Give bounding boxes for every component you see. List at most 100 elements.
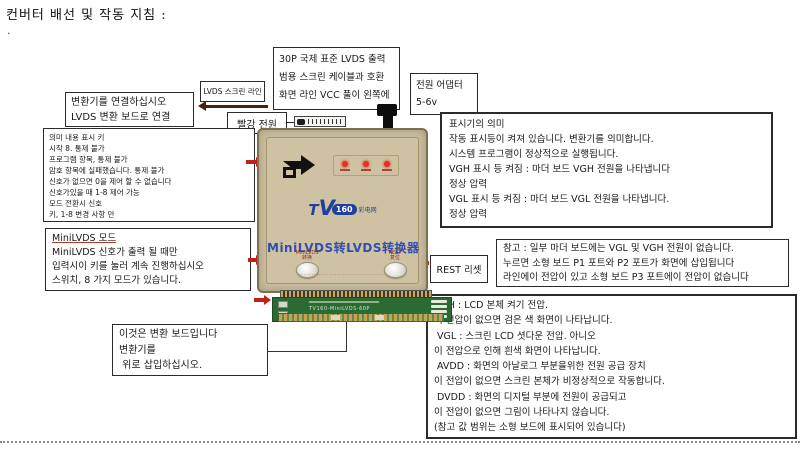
callout-text: 스위치, 8 가지 모드가 있습니다. [52, 275, 182, 286]
led-label-dash [382, 168, 393, 171]
pcb-label-capsule [431, 300, 447, 303]
callout-text: 이것은 변환 보드입니다 [119, 329, 218, 340]
callout-text: 이 전압이 없으면 그림이 나타나지 않습니다. [434, 407, 610, 419]
logo-letter-v: V [318, 196, 335, 220]
callout-text: LVDS 스크린 라인 [203, 87, 262, 96]
board-note-link-line [346, 322, 347, 352]
callout-lvds-line-box: LVDS 스크린 라인 [200, 81, 265, 102]
button-minilvds [296, 262, 319, 278]
red-power-wire [287, 122, 295, 123]
pcb-pad-gap [375, 315, 384, 320]
callout-text: 시스템 프로그램이 정상적으로 실행됩니다. [449, 149, 619, 160]
logo-site-text: 彩电网 [358, 207, 377, 214]
callout-text: VGH 표시 등 켜짐 : 마더 보드 VGH 전원을 나타냅니다 [449, 164, 670, 175]
callout-text: 이 전압으로 인해 흰색 화면이 나타납니다. [434, 345, 601, 357]
led-label-dash [360, 168, 371, 171]
callout-text: VGL : 스크린 LCD 셧다운 전압. 아니오 [434, 330, 596, 342]
callout-minilvds-box: MiniLVDS 모드 MiniLVDS 신호가 출력 될 때만 입력시이 키를… [45, 228, 251, 291]
callout-text: 30P 국제 표준 LVDS 출력 [279, 54, 386, 65]
pin-nub [297, 119, 305, 125]
callout-text: 암호 항목에 실패했습니다. 통제 불가 [49, 166, 165, 175]
callout-text: 정상 압력 [449, 179, 487, 190]
callout-heading: MiniLVDS 모드 [52, 233, 117, 244]
callout-text: 입력시이 키를 눌러 계속 진행하십시오 [52, 261, 204, 272]
callout-voltage-box: VGH : LCD 본체 켜기 전압. 이 전압이 없으면 검은 색 화면이 나… [426, 294, 797, 439]
stray-mark: . [7, 24, 11, 37]
callout-text: 시작 8. 통제 불가 [49, 144, 105, 153]
callout-text: MiniLVDS 신호가 출력 될 때만 [52, 247, 178, 258]
pcb-label-capsule [431, 310, 447, 313]
callout-text: 작동 표시등이 켜져 있습니다. 변환기를 의미합니다. [449, 134, 654, 145]
pcb-silkscreen-line [309, 301, 379, 303]
callout-text: 빨강 전원 [237, 119, 277, 131]
callout-note-box: 참고 : 일부 마더 보드에는 VGL 및 VGH 전원이 없습니다. 누르면 … [496, 239, 789, 287]
callout-text: 범용 스크린 케이블과 호환 [279, 72, 385, 83]
page-title: 컨버터 배선 및 작동 지침 : [6, 8, 167, 23]
callout-text: 키, 1-8 변경 사항 만 [49, 210, 115, 219]
callout-text: 의미 내용 표시 키 [49, 133, 105, 142]
footer-microtext: ·································· [298, 272, 387, 278]
callout-text: 정상 압력 [449, 209, 487, 220]
product-name: MiniLVDS转LVDS转换器 [267, 241, 420, 255]
power-plug-shaft [383, 115, 393, 132]
key-info-arrow-icon [246, 157, 263, 167]
pcb-edge-pads [278, 313, 444, 322]
callout-text: 신호가있을 때 1-8 제어 가능 [49, 188, 140, 197]
callout-rest-box: REST 리셋 [430, 255, 488, 283]
callout-text: 신호가 없으면 0을 제어 할 수 없습니다 [49, 177, 172, 186]
board-note-link-line [268, 351, 347, 352]
lvds-pin-connector [294, 116, 346, 127]
callout-text: 변환기를 [119, 344, 156, 356]
led-label-dash [339, 168, 350, 171]
power-plug-icon [377, 104, 397, 116]
led-indicator [362, 160, 369, 167]
callout-text: (참고 값 범위는 소형 보드에 표시되어 있습니다) [434, 422, 626, 434]
led-indicator [341, 160, 348, 167]
pcb-label-capsule [431, 305, 447, 308]
minilvds-arrow-icon [248, 255, 263, 265]
callout-adapter-box: 전원 어댑터 5-6v [410, 73, 478, 115]
callout-30p-box: 30P 국제 표준 LVDS 출력 범용 스크린 케이블과 호환 화면 라인 V… [273, 47, 400, 110]
callout-connect-box: 변환기를 연결하십시오 LVDS 변환 보드로 연결 [65, 92, 194, 127]
callout-text: 이 전압이 없으면 검은 색 화면이 나타납니다. [434, 315, 613, 327]
logo-160-badge: 160 [331, 204, 357, 215]
callout-text: 5-6v [416, 97, 438, 108]
logo-letter-t: T [308, 201, 319, 219]
pcb-silkscreen-text: TV160-MiniLVDS-60P [309, 306, 370, 312]
pcb-pad-gap [331, 315, 340, 320]
callout-key-info-box: 의미 내용 표시 키 시작 8. 통제 불가 프로그램 항목, 통제 불가 암호… [43, 128, 255, 222]
pcb-component [278, 301, 288, 308]
led-indicator [384, 160, 391, 167]
callout-text: AVDD : 화면의 아날로그 부분을위한 전원 공급 장치 [434, 361, 646, 373]
callout-text: 라인에이 전압이 있고 소형 보드 P3 포트에이 전압이 없습니다 [503, 272, 749, 283]
callout-text: DVDD : 화면의 디지털 부분에 전원이 공급되고 [434, 391, 627, 403]
callout-text: 프로그램 항목, 통제 불가 [49, 155, 128, 164]
lvds-direction-arrow-icon [198, 101, 268, 111]
callout-indicator-box: 표시기의 의미 작동 표시등이 켜져 있습니다. 변환기를 의미합니다. 시스템… [440, 112, 773, 228]
callout-text: 참고 : 일부 마더 보드에는 VGL 및 VGH 전원이 없습니다. [503, 243, 734, 254]
callout-text: 전원 어댑터 [416, 80, 463, 91]
callout-text: 이 전압이 없으면 스크린 본체가 비정상적으로 작동합니다. [434, 376, 665, 388]
callout-text: VGL 표시 등 켜짐 : 마더 보드 VGL 전원을 나타냅니다. [449, 194, 670, 205]
callout-text: 누르면 소형 보드 P1 포트와 P2 포트가 화면에 삽입됩니다 [503, 257, 735, 269]
pcb-arrow-icon [254, 295, 271, 305]
stamp-arrow-icon [281, 152, 317, 184]
led-panel [333, 155, 399, 176]
callout-text: REST 리셋 [436, 265, 482, 276]
callout-text: VGH : LCD 본체 켜기 전압. [434, 300, 549, 311]
bottom-dotted-separator [0, 441, 800, 443]
callout-text: 모드 전환시 신호 [49, 199, 103, 208]
callout-text: 표시기의 의미 [449, 119, 505, 130]
callout-board-note-box: 이것은 변환 보드입니다 변환기를 위로 삽입하십시오. [112, 324, 268, 376]
button-rest [384, 262, 407, 278]
callout-text: 화면 라인 VCC 풀이 왼쪽에 [279, 90, 390, 101]
pin-ticks [308, 119, 342, 124]
callout-text: LVDS 변환 보드로 연결 [71, 112, 171, 123]
callout-text: 변환기를 연결하십시오 [71, 97, 167, 108]
